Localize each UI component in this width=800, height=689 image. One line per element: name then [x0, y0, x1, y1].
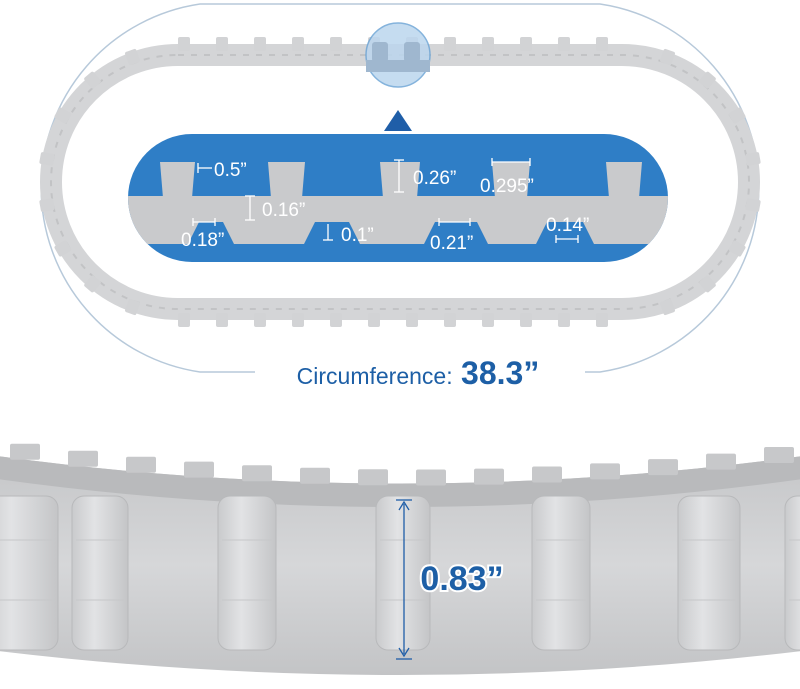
track-tooth: [84, 71, 101, 89]
belt-closeup: [0, 443, 800, 675]
track-tooth: [254, 37, 266, 51]
track-tooth: [728, 240, 746, 257]
band-inner-tooth: [590, 463, 620, 480]
track-tooth: [558, 313, 570, 327]
track-tooth: [292, 37, 304, 51]
profile-bottom-tooth: [128, 220, 200, 244]
track-tooth: [368, 313, 380, 327]
band-inner-tooth: [10, 443, 40, 460]
track-tooth: [178, 313, 190, 327]
band-inner-tooth: [126, 456, 156, 473]
track-tooth: [254, 313, 266, 327]
profile-bottom-tooth: [348, 220, 436, 244]
track-tooth: [178, 37, 190, 51]
dim-tooth-top-width: 0.295”: [480, 176, 534, 197]
frame-outline: [40, 3, 760, 373]
dim-inner-tooth-width: 0.21”: [430, 233, 473, 254]
band-inner-tooth: [706, 453, 736, 470]
profile-top-tooth: [380, 162, 420, 198]
dim-inner-gap: 0.18”: [181, 230, 224, 251]
circumference-value: 38.3”: [461, 355, 539, 391]
lug-body: [531, 495, 591, 651]
band-inner-tooth: [358, 469, 388, 486]
track-tooth: [482, 37, 494, 51]
lug-body: [784, 495, 800, 651]
band-inner-tooth: [184, 461, 214, 478]
dim-tooth-height: 0.26”: [413, 168, 456, 189]
track-tooth: [125, 298, 140, 316]
band-inner-tooth: [532, 466, 562, 483]
track-tooth: [125, 48, 140, 66]
profile-bottom-tooth: [222, 220, 316, 244]
track-tooth: [406, 313, 418, 327]
track-tooth: [330, 37, 342, 51]
dim-belt-thickness: 0.16”: [262, 200, 305, 221]
circumference-caption: Circumference: 38.3”: [297, 355, 540, 391]
track-tooth: [660, 48, 675, 66]
band-lug: [217, 495, 277, 651]
profile-top-tooth: [160, 162, 195, 198]
track-tooth: [330, 313, 342, 327]
profile-top-tooth: [606, 162, 642, 198]
belt-profile: [128, 162, 668, 244]
track-tooth: [558, 37, 570, 51]
track-tooth: [444, 37, 456, 51]
track-tooth: [596, 37, 608, 51]
track-tooth: [699, 275, 716, 293]
track-tooth: [216, 313, 228, 327]
profile-band: [128, 196, 668, 222]
track-tooth: [520, 313, 532, 327]
track-tooth: [520, 37, 532, 51]
profile-bottom-tooth: [582, 220, 668, 244]
height-dimension: [396, 499, 412, 660]
track-tooth: [745, 152, 761, 166]
band-lug: [71, 495, 129, 651]
pointer-triangle: [384, 110, 412, 131]
lug-body: [0, 495, 59, 651]
profile-top-tooth: [492, 162, 530, 198]
lug-body: [375, 495, 431, 651]
track-tooth: [39, 152, 55, 166]
magnified-teeth: [366, 42, 430, 72]
lug-body: [677, 495, 741, 651]
band-lug: [784, 495, 800, 651]
band-inner-tooth: [474, 468, 504, 485]
track-tooth: [596, 313, 608, 327]
profile-bottom-tooth: [476, 220, 548, 244]
track-tooth: [660, 298, 675, 316]
track-tooth: [699, 71, 716, 89]
lug-body: [71, 495, 129, 651]
band-inner-tooth: [68, 450, 98, 467]
track-tooth: [216, 37, 228, 51]
dim-belt-height: 0.83”: [420, 560, 503, 598]
track-tooth: [54, 107, 72, 124]
band-inner-tooth: [764, 447, 794, 464]
band-lug: [0, 495, 59, 651]
profile-top-tooth: [268, 162, 305, 198]
track-tooth: [292, 313, 304, 327]
track-tooth: [482, 313, 494, 327]
track-tooth: [84, 275, 101, 293]
circumference-label: Circumference:: [297, 363, 453, 389]
track-tooth: [54, 240, 72, 257]
dim-inner-notch: 0.14”: [546, 215, 589, 236]
band-inner-tooth: [300, 467, 330, 484]
dim-inner-tooth-height: 0.1”: [341, 225, 374, 246]
band-inner-tooth: [242, 465, 272, 482]
band-inner-tooth: [416, 469, 446, 486]
band-lug: [677, 495, 741, 651]
band-lug: [531, 495, 591, 651]
track-tooth: [444, 313, 456, 327]
track-tooth: [728, 107, 746, 124]
band-inner-tooth: [648, 459, 678, 476]
band-lug: [375, 495, 431, 651]
track-tooth: [745, 198, 761, 212]
dim-tooth-width: 0.5”: [214, 160, 247, 181]
dimension-marks: [192, 158, 579, 243]
track-tooth: [39, 198, 55, 212]
lug-body: [217, 495, 277, 651]
